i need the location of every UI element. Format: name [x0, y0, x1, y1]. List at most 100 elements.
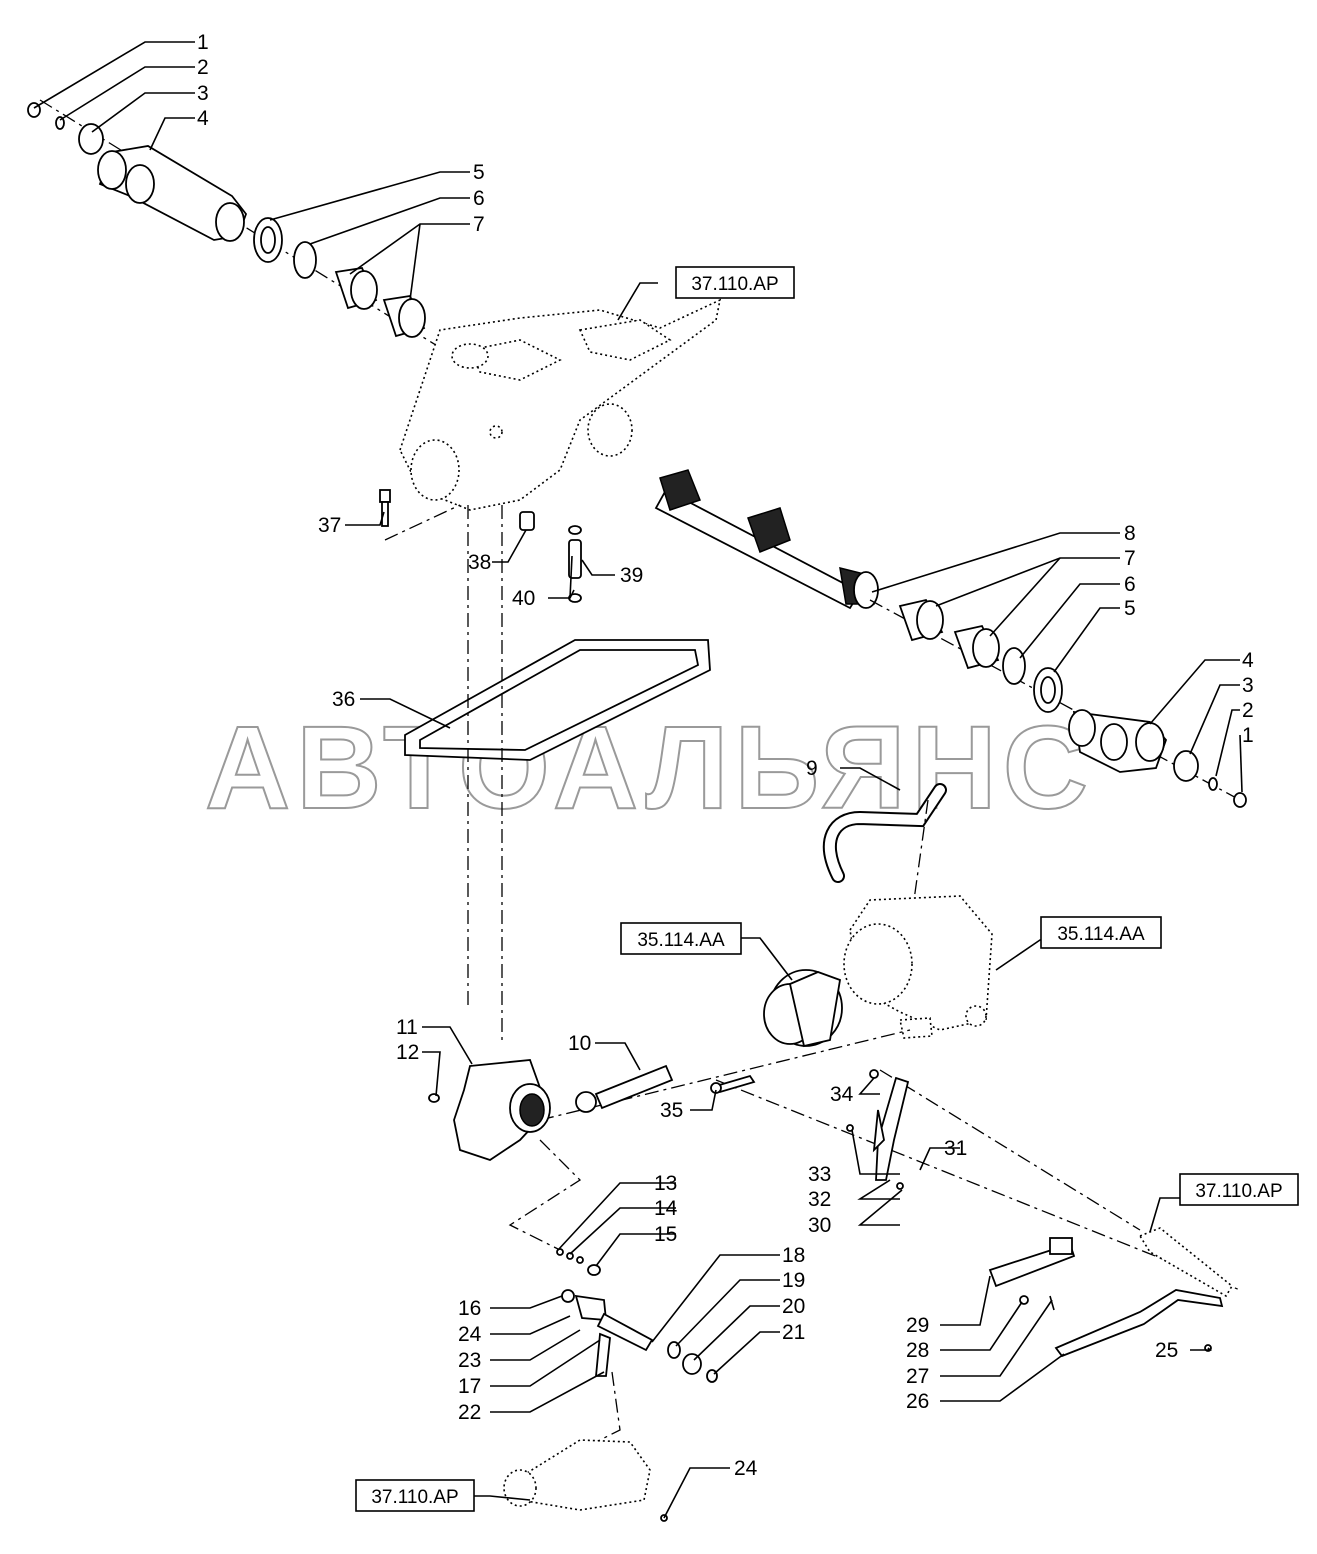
- callout-18: 18: [782, 1244, 805, 1267]
- pump-housing: [843, 895, 993, 1039]
- washer-part-2: [55, 116, 65, 130]
- callout-36: 36: [332, 688, 355, 711]
- pin-part-18: [596, 1312, 654, 1352]
- gear-part: [763, 969, 843, 1048]
- callout-20: 20: [782, 1295, 805, 1318]
- callout-40: 40: [512, 587, 535, 610]
- callout-29: 29: [906, 1314, 929, 1337]
- watermark: АВТОАЛЬЯНС: [205, 702, 1094, 834]
- ref-label-bottom: 37.110.AP: [371, 1487, 458, 1508]
- callout-labels: 1 2 3 4 5 6 7 8 7 6 5 4 3 2 1 9 10 11 12…: [197, 31, 1254, 1480]
- plate-part-3-b: [1173, 750, 1199, 782]
- callout-37: 37: [318, 514, 341, 537]
- callout-32: 32: [808, 1188, 831, 1211]
- lift-arm-part-4-b: [1068, 709, 1168, 773]
- callout-24-b: 24: [734, 1457, 758, 1480]
- rod-part-dotted: [1138, 1227, 1234, 1298]
- ref-box-right: 37.110.AP: [1179, 1173, 1299, 1206]
- callout-22: 22: [458, 1401, 481, 1424]
- ref-box-top: 37.110.AP: [675, 266, 795, 299]
- adjuster-part-29: [988, 1237, 1076, 1288]
- callout-28: 28: [906, 1339, 929, 1362]
- leader-lines: [33, 41, 1243, 1519]
- callout-3-b: 3: [1242, 674, 1254, 697]
- callout-11: 11: [396, 1016, 418, 1039]
- callout-14: 14: [654, 1197, 678, 1220]
- bushing-part-7-b: [382, 295, 426, 338]
- ref-label-housing: 35.114.AA: [1057, 924, 1145, 945]
- callout-25: 25: [1155, 1339, 1178, 1362]
- lever-part-23: [574, 1294, 611, 1377]
- callout-7-b: 7: [1124, 547, 1136, 570]
- bushing-part-7-c: [898, 598, 944, 642]
- callout-39: 39: [620, 564, 643, 587]
- callout-4: 4: [197, 107, 209, 130]
- nut-part-20: [682, 1353, 702, 1375]
- lift-housing: [399, 298, 722, 511]
- pin-part-35: [710, 1074, 756, 1094]
- callout-6: 6: [473, 187, 485, 210]
- washer-part-2-b: [1208, 777, 1218, 791]
- ref-box-bottom: 37.110.AP: [355, 1479, 475, 1512]
- callout-16: 16: [458, 1297, 481, 1320]
- callout-19: 19: [782, 1269, 805, 1292]
- crank-part-26: [1054, 1289, 1224, 1358]
- bolt-part-37: [379, 489, 391, 527]
- callout-7: 7: [473, 213, 485, 236]
- lever-part-32: [872, 1076, 910, 1181]
- callout-3: 3: [197, 82, 209, 105]
- bushing-part-7-d: [953, 624, 1000, 670]
- bushing-part-7-a: [334, 267, 378, 310]
- callout-35: 35: [660, 1099, 683, 1122]
- callout-17: 17: [458, 1375, 481, 1398]
- bolt-part-1-b: [1233, 792, 1247, 808]
- callout-4-b: 4: [1242, 649, 1254, 672]
- callout-27: 27: [906, 1365, 929, 1388]
- ring-part-6: [293, 241, 317, 279]
- callout-10: 10: [568, 1032, 591, 1055]
- clip-part-33: [846, 1124, 854, 1132]
- screw-part-12: [428, 1093, 440, 1103]
- ref-box-gear: 35.114.AA: [620, 922, 742, 955]
- ref-label-top: 37.110.AP: [691, 274, 778, 295]
- callout-12: 12: [396, 1041, 419, 1064]
- pin-part-27: [1049, 1295, 1055, 1311]
- callout-1: 1: [197, 31, 209, 54]
- callout-13: 13: [654, 1172, 677, 1195]
- callout-21: 21: [782, 1321, 805, 1344]
- callout-24: 24: [458, 1323, 482, 1346]
- plug-part-38: [519, 511, 535, 531]
- callout-5: 5: [473, 161, 485, 184]
- callout-23: 23: [458, 1349, 481, 1372]
- callout-8: 8: [1124, 522, 1136, 545]
- bottom-assembly: [503, 1439, 668, 1522]
- callout-33: 33: [808, 1163, 831, 1186]
- cylinder-part-11: [453, 1059, 551, 1161]
- callout-2: 2: [197, 56, 209, 79]
- callout-38: 38: [468, 551, 491, 574]
- callout-9: 9: [806, 757, 818, 780]
- callout-26: 26: [906, 1390, 929, 1413]
- left-lift-arm-group: [27, 99, 461, 361]
- washers-parts-13-15: [556, 1248, 601, 1276]
- ref-label-right: 37.110.AP: [1195, 1181, 1282, 1202]
- nut-part-16: [561, 1289, 575, 1303]
- clip-part-34: [869, 1069, 879, 1079]
- callout-6-b: 6: [1124, 573, 1136, 596]
- shaft-part-8: [654, 469, 879, 610]
- callout-30: 30: [808, 1214, 831, 1237]
- callout-5-b: 5: [1124, 597, 1136, 620]
- pin-part-39: [568, 525, 582, 603]
- ref-label-gear: 35.114.AA: [637, 930, 725, 951]
- callout-15: 15: [654, 1223, 677, 1246]
- callout-2-b: 2: [1242, 699, 1254, 722]
- clip-part-30: [896, 1182, 904, 1190]
- rod-part-10: [575, 1064, 674, 1113]
- ring-part-6-b: [1002, 647, 1026, 685]
- callout-1-b: 1: [1242, 724, 1254, 747]
- lift-arm-part-4: [97, 145, 248, 242]
- plate-part-3: [78, 123, 104, 155]
- callout-34: 34: [830, 1083, 854, 1106]
- callout-31: 31: [944, 1137, 967, 1160]
